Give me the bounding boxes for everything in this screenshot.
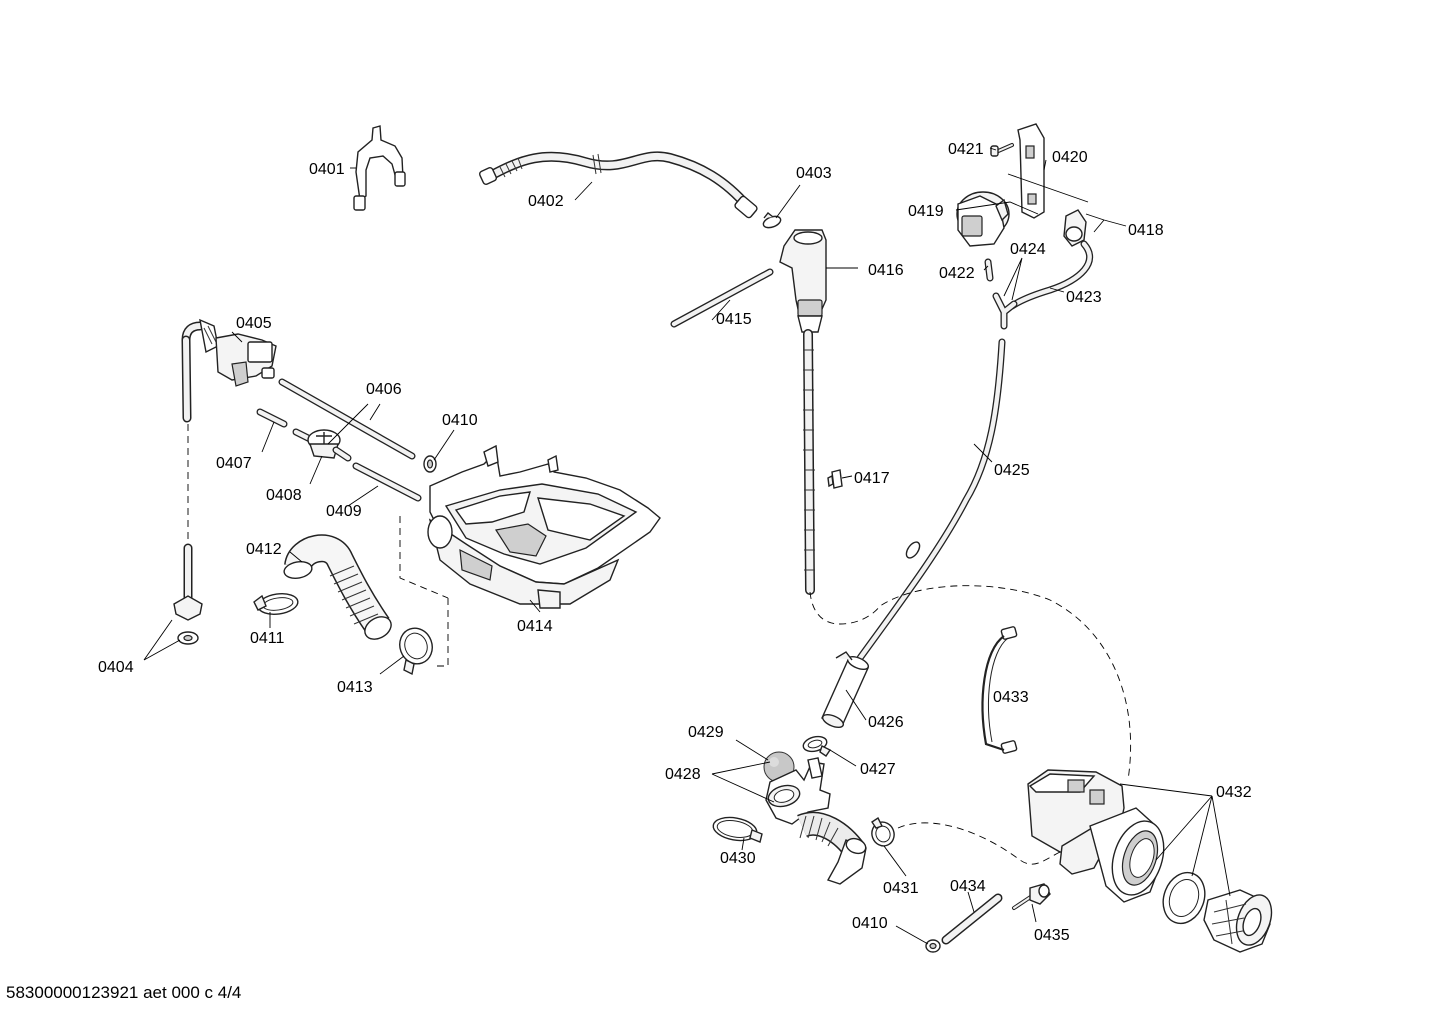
label-0426: 0426 [868,714,904,731]
label-0434: 0434 [950,878,986,895]
label-0432: 0432 [1216,784,1252,801]
part-0416-air-chamber [779,229,827,333]
label-0407: 0407 [216,455,252,472]
part-0431-clamp [871,816,895,847]
label-0429: 0429 [688,724,724,741]
part-0413-clamp [399,627,433,676]
part-0418-pressure-sensor [1063,209,1087,247]
label-0423: 0423 [1066,289,1102,306]
part-0406-tube [278,378,416,460]
part-0425-hose [856,338,1006,662]
part-0410-clamp-bottom [925,939,941,953]
part-0419-pressure-switch [956,191,1010,247]
part-0428-sump [765,757,831,825]
part-0417-clip [827,469,843,489]
label-0431: 0431 [883,880,919,897]
label-0406: 0406 [366,381,402,398]
label-0402: 0402 [528,193,564,210]
label-0424: 0424 [1010,241,1046,258]
leader-lines [143,147,1231,945]
label-0435: 0435 [1034,927,1070,944]
label-0425: 0425 [994,462,1030,479]
label-0422: 0422 [939,265,975,282]
part-0430-clamp [712,816,763,843]
label-0421: 0421 [948,141,984,158]
part-0423-hose [1008,240,1093,310]
label-0411: 0411 [250,630,285,647]
label-0433: 0433 [993,689,1029,706]
label-0405: 0405 [236,315,272,332]
label-0419: 0419 [908,203,944,220]
label-0410-bottom: 0410 [852,915,888,932]
label-0414: 0414 [517,618,553,635]
label-0417: 0417 [854,470,890,487]
part-0426-pressure-tube [821,651,870,728]
label-0408: 0408 [266,487,302,504]
part-0412-bellows-hose [283,534,392,640]
part-0411-clamp [253,593,299,615]
part-0410-clamp-top [423,455,437,473]
label-0428: 0428 [665,766,701,783]
label-0409: 0409 [326,503,362,520]
part-0432-drain-pump [1027,769,1165,903]
label-0427: 0427 [860,761,896,778]
label-0418: 0418 [1128,222,1164,239]
part-0420-bracket [1017,123,1045,219]
part-0433-cable [981,626,1018,754]
part-0421-screw [990,143,1014,157]
part-0402-drain-hose [478,151,758,219]
hose-guide-line [432,598,449,667]
part-0427-clamp [802,735,832,757]
part-0435-bolt [1012,883,1051,910]
label-0401: 0401 [309,161,345,178]
label-0416: 0416 [868,262,904,279]
part-0407-tube [256,408,288,428]
dispenser-guide-line [399,516,449,599]
label-0413: 0413 [337,679,373,696]
part-0403-clip [762,212,782,229]
part-0405-inlet-valve [181,318,277,387]
part-0434-tube [941,893,1003,945]
drawing-number-footer: 58300000123921 aet 000 c 4/4 [6,983,241,1002]
part-0432-filter [1203,889,1273,953]
label-0412: 0412 [246,541,282,558]
label-0410-top: 0410 [442,412,478,429]
part-0422-hose [984,258,994,282]
label-0415: 0415 [716,311,752,328]
part-0428-bellows [797,811,867,885]
part-labels: 0401 0402 0403 0404 0405 0406 0407 0408 … [98,141,1252,944]
label-0404: 0404 [98,659,134,676]
part-0424-y-connector [992,292,1018,330]
part-0401-hose-bracket [353,125,406,211]
part-0432-seal-ring [1162,871,1206,925]
pump-route-dashed [897,822,1061,865]
air-chamber-hose [803,329,815,595]
part-0408-flow-meter [292,428,352,462]
part-0404-inlet-hose [173,335,203,645]
part-0414-detergent-dispenser [427,444,661,609]
label-0403: 0403 [796,165,832,182]
label-0420: 0420 [1052,149,1088,166]
part-0409-tube [352,462,422,502]
part-0415-tube [670,268,774,328]
label-0430: 0430 [720,850,756,867]
hose-route-dashed [809,585,1132,781]
